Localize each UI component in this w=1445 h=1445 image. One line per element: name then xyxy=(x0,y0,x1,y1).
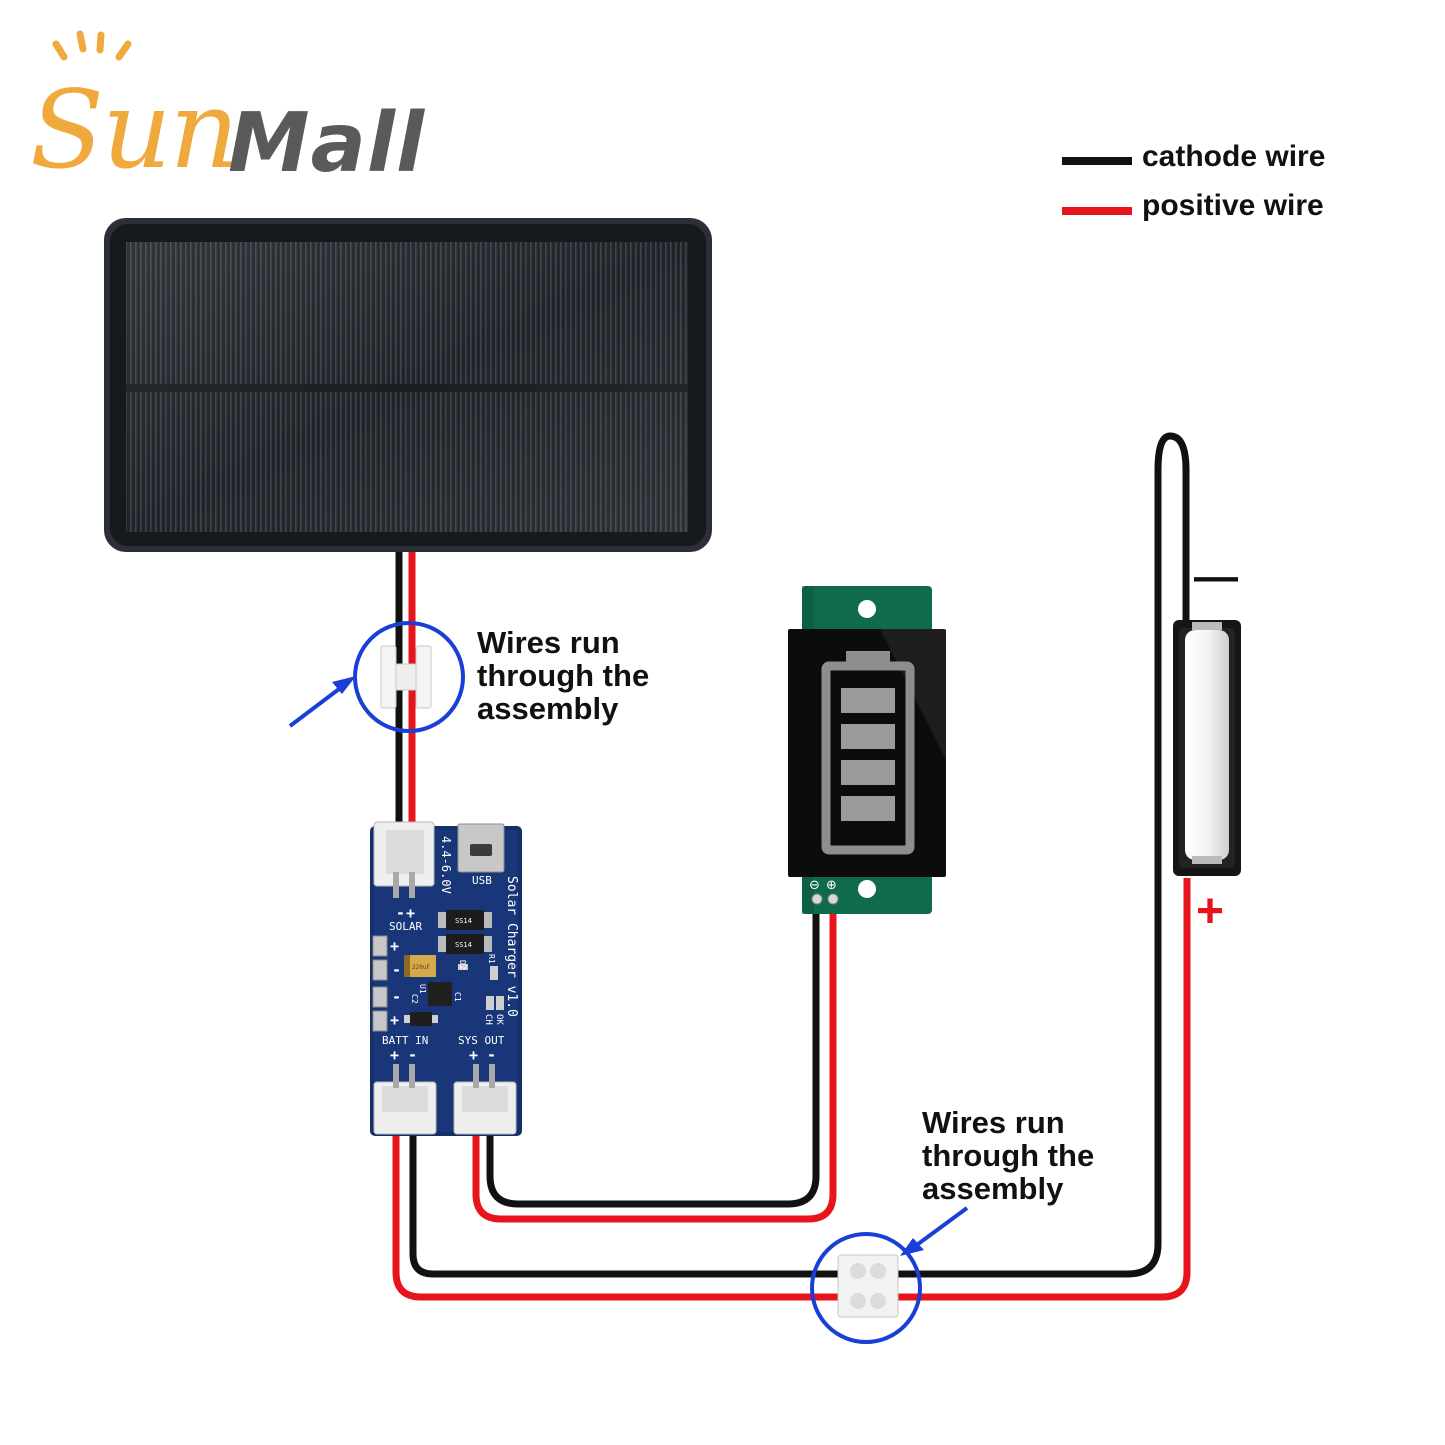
legend-swatch-positive xyxy=(1062,207,1132,215)
board-pad-plus-1: + xyxy=(390,937,399,955)
board-u1-label: U1 xyxy=(418,984,427,994)
battery-level-indicator: ⊖ ⊕ xyxy=(788,586,946,914)
battery-plus-sign: + xyxy=(1196,885,1225,938)
batt-in-wires xyxy=(392,432,1191,1301)
board-pad-plus-2: + xyxy=(390,1011,399,1029)
legend-item-cathode: cathode wire xyxy=(1060,138,1360,178)
board-cap-label: 220uF xyxy=(412,964,430,971)
indicator-bar-2 xyxy=(841,724,895,749)
solar-input-connector xyxy=(373,821,435,898)
usb-port xyxy=(457,823,505,873)
solar-panel xyxy=(104,218,712,552)
board-solar-label: SOLAR xyxy=(389,920,422,933)
indicator-plus-symbol: ⊕ xyxy=(826,878,837,893)
batt-in-connector xyxy=(373,1064,437,1135)
sys-out-connector xyxy=(453,1064,517,1135)
board-solar-minus: - xyxy=(396,904,405,922)
callout-2-line-2: through the xyxy=(922,1138,1095,1173)
callout-1-line-2: through the xyxy=(477,658,650,693)
indicator-minus-symbol: ⊖ xyxy=(809,878,820,893)
board-title: Solar Charger v1.0 xyxy=(504,876,519,1017)
callout-1-line-1: Wires run xyxy=(477,625,620,660)
indicator-bar-3 xyxy=(841,760,895,785)
board-batt-in-label: BATT IN xyxy=(382,1034,428,1047)
indicator-bars xyxy=(841,688,895,821)
board-diode-label: SS14 xyxy=(455,917,472,925)
callout-circle-2 xyxy=(810,1232,922,1344)
wire-junction-clip-2 xyxy=(837,1254,899,1318)
board-pad-minus-1: - xyxy=(392,961,401,979)
callout-arrow-2-icon xyxy=(900,1206,969,1256)
board-ch-label: CH xyxy=(483,1014,493,1025)
battery-holder xyxy=(1173,620,1241,876)
board-sys-out-label: SYS OUT xyxy=(458,1034,505,1047)
legend-item-positive: positive wire xyxy=(1060,188,1360,228)
callout-text-2: Wires run through the assembly xyxy=(922,1106,1094,1205)
board-r1-label: R1 xyxy=(487,954,496,964)
board-solar-plus: + xyxy=(406,904,415,922)
board-d2-label: D2 xyxy=(458,960,467,970)
wire-junction-clip-1 xyxy=(380,645,432,709)
indicator-bar-1 xyxy=(841,688,895,713)
board-usb-label: USB xyxy=(472,874,492,887)
legend-label-positive: positive wire xyxy=(1142,189,1324,222)
callout-2-line-3: assembly xyxy=(922,1171,1064,1206)
board-input-range: 4.4-6.0V xyxy=(439,836,453,894)
callout-arrow-1-icon xyxy=(288,676,356,728)
logo-sun-rays-icon xyxy=(52,30,132,61)
board-pad-minus-2: - xyxy=(392,988,401,1006)
battery-minus-sign: — xyxy=(1194,552,1238,601)
board-batt-minus: - xyxy=(408,1046,417,1064)
solar-charger-board: Solar Charger v1.0 4.4-6.0V USB SOLAR BA… xyxy=(370,821,522,1136)
logo-mall-text: Mall xyxy=(228,96,426,191)
indicator-bar-4 xyxy=(841,796,895,821)
board-sys-minus: - xyxy=(487,1046,496,1064)
board-ok-label: OK xyxy=(494,1014,504,1025)
board-diode-label-2: SS14 xyxy=(455,941,472,949)
callout-1-line-3: assembly xyxy=(477,691,619,726)
legend-swatch-cathode xyxy=(1062,157,1132,165)
legend-label-cathode: cathode wire xyxy=(1142,140,1326,173)
callout-text-1: Wires run through the assembly xyxy=(477,626,649,725)
board-c1-label: C1 xyxy=(453,992,462,1002)
board-c2-label: C2 xyxy=(410,994,419,1004)
callout-2-line-1: Wires run xyxy=(922,1105,1065,1140)
sys-out-wires xyxy=(472,880,837,1223)
board-sys-plus: + xyxy=(469,1046,478,1064)
board-batt-plus: + xyxy=(390,1046,399,1064)
logo-sun-text: Sun xyxy=(30,68,239,193)
